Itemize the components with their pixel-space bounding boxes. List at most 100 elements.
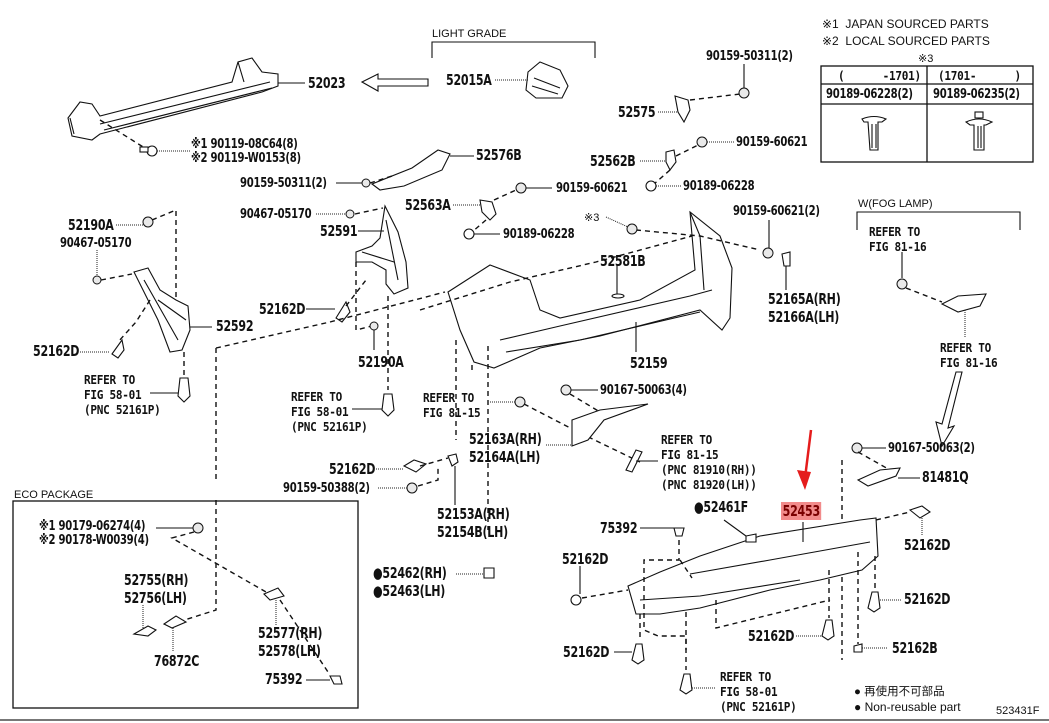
- dash-52592: [117, 299, 151, 343]
- part-label-90119-08C64[interactable]: ※1 90119-08C64(8): [191, 137, 298, 152]
- bracket-52153A[interactable]: [447, 453, 459, 467]
- refer-fig-81-15-b[interactable]: REFER TO FIG 81-15 (PNC 81910(RH)) (PNC …: [661, 433, 757, 492]
- part-label-52162D-a[interactable]: 52162D: [33, 342, 80, 360]
- nut-icon: [738, 87, 750, 99]
- part-label-52577-52578[interactable]: 52577(RH) 52578(LH): [258, 624, 323, 660]
- part-label-90159-60621-a[interactable]: 90159-60621: [736, 135, 808, 150]
- part-label-90167-50063-4[interactable]: 90167-50063(4): [600, 383, 687, 398]
- part-label-52755-52756[interactable]: 52755(RH) 52756(LH): [124, 571, 189, 607]
- dash-fog-socket: [905, 287, 943, 303]
- part-label-52162D-h[interactable]: 52162D: [904, 536, 951, 554]
- part-label-52591[interactable]: 52591: [320, 222, 358, 240]
- cap-52462-icon: [483, 567, 495, 579]
- part-label-52453-highlighted[interactable]: 52453: [781, 502, 822, 520]
- part-label-52461F[interactable]: ●52461F: [694, 498, 749, 516]
- dash-52577-75392: [279, 599, 329, 673]
- part-label-90119-W0153[interactable]: ※2 90119-W0153(8): [191, 151, 301, 166]
- push-pin-icon: [679, 673, 693, 695]
- part-label-52162D-e[interactable]: 52162D: [563, 643, 610, 661]
- highlighted-part-number[interactable]: 52453: [781, 502, 822, 520]
- part-label-90159-50311-top[interactable]: 90159-50311(2): [706, 49, 793, 64]
- part-label-90167-50063-2[interactable]: 90167-50063(2): [888, 441, 975, 456]
- part-label-52162D-d[interactable]: 52162D: [562, 550, 609, 568]
- part-label-81481Q[interactable]: 81481Q: [922, 468, 969, 486]
- part-label-90189-06228-b[interactable]: 90189-06228: [503, 227, 575, 242]
- part-label-eco-90178-W0039[interactable]: ※2 90178-W0039(4): [39, 533, 149, 548]
- part-label-52190A-b[interactable]: 52190A: [358, 353, 404, 371]
- bracket-52163A[interactable]: [571, 403, 649, 447]
- dash-52163A: [523, 403, 641, 463]
- clip-table-title: ※3: [918, 53, 934, 65]
- refer-fig-81-15-a[interactable]: REFER TO FIG 81-15: [423, 391, 481, 420]
- bracket-52563A[interactable]: [479, 199, 497, 221]
- dash-52190A-a: [151, 208, 177, 300]
- refer-fig-58-01-b[interactable]: REFER TO FIG 58-01 (PNC 52161P): [291, 390, 368, 434]
- clip-75392-icon: [673, 527, 685, 537]
- part-label-52162D-g[interactable]: 52162D: [904, 590, 951, 608]
- cap-52162B-icon: [853, 643, 863, 653]
- part-label-90189-06228-a[interactable]: 90189-06228: [683, 179, 755, 194]
- dash-81481Q: [857, 451, 891, 471]
- part-label-52162D-b[interactable]: 52162D: [259, 300, 306, 318]
- part-label-52592[interactable]: 52592: [216, 317, 254, 335]
- part-label-52162D-c[interactable]: 52162D: [329, 460, 376, 478]
- part-label-52162B[interactable]: 52162B: [892, 639, 938, 657]
- bracket-52575[interactable]: [674, 95, 691, 124]
- bracket-52015A[interactable]: [525, 61, 569, 99]
- refer-fig-81-16-b[interactable]: REFER TO FIG 81-16: [940, 341, 998, 370]
- refer-fig-58-01-c[interactable]: REFER TO FIG 58-01 (PNC 52161P): [720, 670, 797, 714]
- bracket-52591[interactable]: [355, 204, 409, 295]
- clip-52562B[interactable]: [665, 149, 677, 172]
- nut-icon: [345, 209, 355, 219]
- nut-icon: [369, 321, 379, 331]
- clip-icon: [851, 442, 863, 454]
- refer-fig-58-01-a[interactable]: REFER TO FIG 58-01 (PNC 52161P): [84, 373, 161, 417]
- clip-icon: [645, 180, 657, 192]
- dash-52576B: [369, 175, 393, 184]
- clip-table-part-2[interactable]: 90189-06235(2): [933, 87, 1020, 102]
- hollow-arrow-down: [935, 371, 963, 448]
- clip-note3-marker: ※3: [584, 212, 600, 224]
- bumper-cover-52159[interactable]: [447, 210, 733, 369]
- reflector-81910-icon: [625, 449, 643, 473]
- part-label-52563A[interactable]: 52563A: [405, 196, 451, 214]
- part-label-52562B[interactable]: 52562B: [590, 152, 636, 170]
- part-label-90467-05170-b[interactable]: 90467-05170: [60, 236, 132, 251]
- part-label-52190A-a[interactable]: 52190A: [68, 216, 114, 234]
- dash-bumper-top: [419, 235, 693, 311]
- part-label-90159-50388[interactable]: 90159-50388(2): [283, 481, 370, 496]
- light-grade-bracket: [431, 41, 596, 58]
- refer-fig-81-16-a[interactable]: REFER TO FIG 81-16: [869, 225, 927, 254]
- bracket-52576B[interactable]: [370, 149, 451, 191]
- part-label-90159-60621-2[interactable]: 90159-60621(2): [733, 204, 820, 219]
- bracket-52592[interactable]: [133, 267, 191, 353]
- clip-table-part-1[interactable]: 90189-06228(2): [826, 87, 913, 102]
- part-label-52576B[interactable]: 52576B: [476, 146, 522, 164]
- part-label-52015A[interactable]: 52015A: [446, 71, 492, 89]
- part-label-90159-60621-b[interactable]: 90159-60621: [556, 181, 628, 196]
- part-label-75392-b[interactable]: 75392: [265, 670, 303, 688]
- part-label-90467-05170-a[interactable]: 90467-05170: [240, 207, 312, 222]
- dash-52563A: [471, 189, 517, 233]
- part-label-52162D-f[interactable]: 52162D: [748, 627, 795, 645]
- part-label-52163A-52164A[interactable]: 52163A(RH) 52164A(LH): [469, 430, 542, 466]
- reinforcement-beam-52023[interactable]: [67, 57, 279, 141]
- clip-icon: [560, 384, 572, 396]
- part-label-52462-52463[interactable]: ●52462(RH) ●52463(LH): [373, 564, 447, 600]
- part-label-90159-50311-mid[interactable]: 90159-50311(2): [240, 176, 327, 191]
- leader-52461F: [723, 519, 747, 537]
- part-label-52165A-52166A[interactable]: 52165A(RH) 52166A(LH): [768, 290, 841, 326]
- part-label-52159[interactable]: 52159: [630, 354, 668, 372]
- reflector-81481Q[interactable]: [856, 467, 901, 487]
- part-label-75392-a[interactable]: 75392: [600, 519, 638, 537]
- part-label-52153A-52154B[interactable]: 52153A(RH) 52154B(LH): [437, 505, 510, 541]
- lower-spoiler-52453[interactable]: [627, 517, 879, 615]
- clip-table-range-1: ( -1701): [838, 69, 921, 83]
- part-label-52581B[interactable]: 52581B: [600, 252, 646, 270]
- part-label-eco-90179-06274[interactable]: ※1 90179-06274(4): [39, 519, 146, 534]
- part-label-76872C[interactable]: 76872C: [154, 652, 200, 670]
- part-label-52023[interactable]: 52023: [308, 74, 346, 92]
- dash-52591: [354, 207, 384, 215]
- clip-table: [820, 65, 1034, 163]
- part-label-52575[interactable]: 52575: [618, 103, 656, 121]
